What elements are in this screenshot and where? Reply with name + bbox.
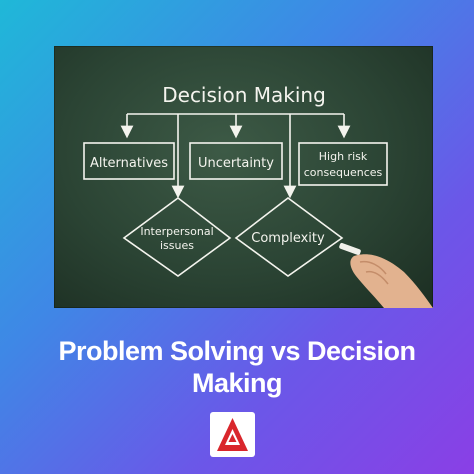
decision-diagram: Decision Making Alternatives Uncertainty… bbox=[83, 83, 433, 308]
diagram-title: Decision Making bbox=[162, 83, 326, 107]
logo-icon[interactable] bbox=[210, 412, 255, 457]
high-risk-label-line2: consequences bbox=[304, 166, 383, 179]
chalkboard-image: Decision Making Alternatives Uncertainty… bbox=[54, 46, 433, 308]
logo-mark bbox=[217, 418, 248, 451]
hand-with-chalk-icon bbox=[339, 242, 433, 308]
headline: Problem Solving vs Decision Making bbox=[0, 335, 474, 399]
alternatives-box bbox=[83, 142, 175, 180]
diagram-connectors bbox=[120, 113, 351, 199]
complexity-diamond bbox=[234, 196, 344, 277]
uncertainty-label: Uncertainty bbox=[198, 156, 274, 171]
interpersonal-label-line1: Interpersonal bbox=[140, 225, 213, 238]
complexity-label: Complexity bbox=[251, 231, 325, 246]
high-risk-label-line1: High risk bbox=[319, 150, 368, 163]
alternatives-label: Alternatives bbox=[90, 156, 168, 171]
headline-line1: Problem Solving vs Decision bbox=[58, 336, 416, 366]
interpersonal-label-line2: issues bbox=[160, 239, 194, 252]
headline-line2: Making bbox=[191, 368, 283, 398]
high-risk-box bbox=[298, 142, 388, 186]
interpersonal-issues-diamond bbox=[122, 196, 232, 277]
uncertainty-box bbox=[189, 142, 283, 180]
